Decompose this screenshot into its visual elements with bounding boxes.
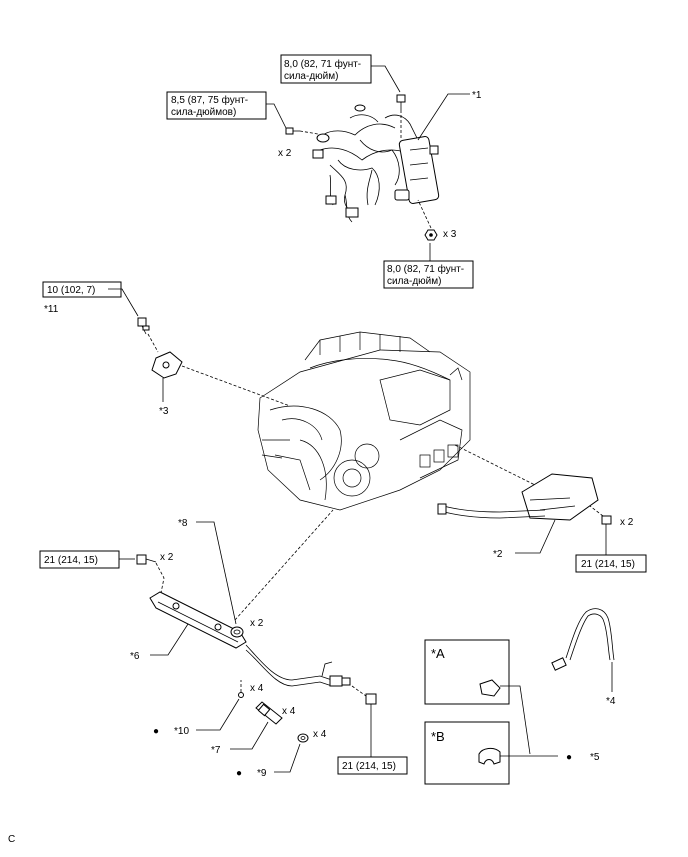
insulator xyxy=(230,626,244,638)
torque-text: 21 (214, 15) xyxy=(581,559,635,570)
engine-cover-assembly xyxy=(437,473,599,521)
callout-3: *3 xyxy=(159,406,169,417)
cover-bolt xyxy=(601,515,612,531)
torque-text-line1: 8,0 (82, 71 фунт- xyxy=(284,58,361,70)
torque-text: 10 (102, 7) xyxy=(47,285,95,296)
view-a-label: *A xyxy=(431,646,445,661)
pipe-union-bolt xyxy=(365,693,377,712)
torque-text: 21 (214, 15) xyxy=(44,555,98,566)
bracket-bolt xyxy=(137,317,150,335)
torque-box-pipe-bolt xyxy=(337,756,408,775)
quantity-label: x 2 xyxy=(160,552,174,563)
callout-9: *9 xyxy=(257,768,267,779)
callout-1: *1 xyxy=(472,90,482,101)
torque-text-line2: сила-дюйм) xyxy=(284,71,338,82)
quantity-label: x 4 xyxy=(250,683,264,694)
quantity-label: x 2 xyxy=(620,517,634,528)
torque-box-cover-bolt xyxy=(575,554,647,573)
torque-box-harness-bolt-top xyxy=(280,54,372,84)
injector-seal xyxy=(297,733,309,743)
engine-wire-harness xyxy=(312,104,440,223)
torque-box-harness-nut xyxy=(383,260,474,289)
fuel-tube-clip-a xyxy=(479,679,501,697)
quantity-label: x 4 xyxy=(282,706,296,717)
torque-text-line2: сила-дюйм) xyxy=(387,276,441,287)
o-ring xyxy=(238,692,244,698)
fuel-injector xyxy=(255,701,283,725)
fuel-delivery-pipe xyxy=(149,591,351,687)
quantity-label: x 3 xyxy=(443,229,457,240)
torque-text: 21 (214, 15) xyxy=(342,761,396,772)
callout-4: *4 xyxy=(606,696,616,707)
callout-2: *2 xyxy=(493,549,503,560)
torque-box-delivery-bolt xyxy=(39,550,120,569)
view-b-label: *B xyxy=(431,729,445,744)
callout-10: *10 xyxy=(174,726,189,737)
callout-5: *5 xyxy=(590,752,600,763)
quantity-label: x 2 xyxy=(250,618,264,629)
bullet-mark: ● xyxy=(153,726,159,737)
torque-text-line1: 8,5 (87, 75 фунт- xyxy=(171,94,248,106)
callout-8: *8 xyxy=(178,518,188,529)
fuel-tube xyxy=(551,608,615,671)
delivery-pipe-bolt xyxy=(136,554,157,565)
harness-nut xyxy=(424,229,438,241)
bullet-mark: ● xyxy=(236,768,242,779)
harness-bolt-left xyxy=(285,127,300,135)
torque-text-line1: 8,0 (82, 71 фунт- xyxy=(387,263,464,275)
torque-box-harness-bolt-left xyxy=(166,91,267,120)
harness-bolt-top xyxy=(396,94,406,110)
quantity-label: x 4 xyxy=(313,729,327,740)
callout-11: *11 xyxy=(44,304,59,315)
quantity-label: x 2 xyxy=(278,148,292,159)
torque-box-bracket-bolt xyxy=(42,281,122,298)
callout-6: *6 xyxy=(130,651,140,662)
fuel-tube-clip-b xyxy=(478,747,501,765)
bullet-mark: ● xyxy=(566,752,572,763)
torque-text-line2: сила-дюймов) xyxy=(171,107,236,118)
callout-7: *7 xyxy=(211,745,221,756)
figure-code: C xyxy=(8,834,15,845)
engine-assembly xyxy=(257,331,471,511)
wire-harness-bracket xyxy=(151,351,183,379)
